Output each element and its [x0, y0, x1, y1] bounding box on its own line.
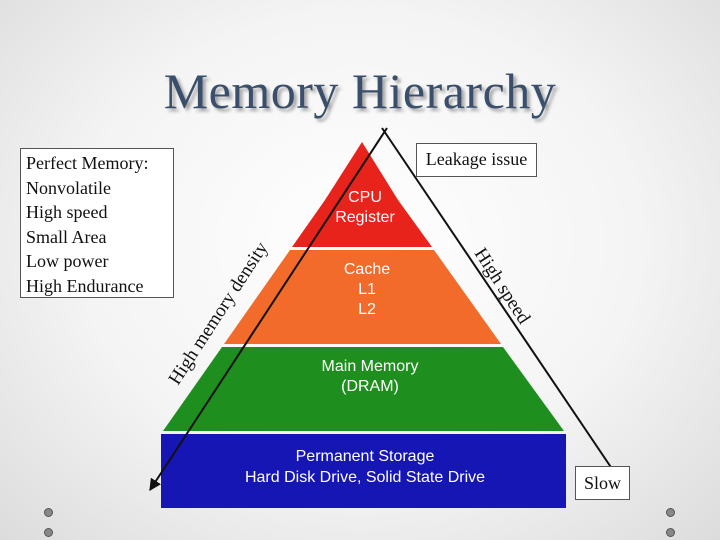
perfect-memory-box: Perfect Memory: Nonvolatile High speed S… — [20, 148, 174, 298]
tier-label-line: Main Memory — [321, 358, 419, 375]
right-arrow-line — [381, 127, 628, 492]
leakage-issue-callout: Leakage issue — [416, 143, 537, 177]
tier-label-line: Cache — [343, 261, 391, 278]
tier-main — [163, 347, 564, 431]
tier-label-line: Permanent Storage — [295, 448, 435, 465]
cpu-register-label: CPU Register — [320, 188, 410, 228]
perfect-memory-line: Low power — [26, 251, 109, 271]
decorative-dot — [44, 528, 53, 537]
slide-title: Memory Hierarchy — [163, 63, 557, 119]
perfect-memory-line: Small Area — [26, 226, 107, 247]
left-arrow-line — [149, 127, 388, 492]
tier-label-line: (DRAM) — [341, 378, 399, 395]
decorative-dot — [44, 508, 53, 517]
slow-callout: Slow — [575, 466, 630, 500]
tier-label-line: L2 — [358, 301, 376, 318]
tier-cache — [224, 250, 501, 344]
permanent-storage-label: Permanent Storage Hard Disk Drive, Solid… — [210, 446, 520, 488]
tier-label-line: CPU — [348, 189, 382, 206]
tier-label-line: L1 — [358, 281, 376, 298]
decorative-dot — [666, 508, 675, 517]
perfect-memory-line: Nonvolatile — [26, 177, 111, 198]
perfect-memory-line: High Endurance — [26, 275, 144, 296]
tier-label-line: Register — [335, 209, 395, 226]
tier-storage — [161, 434, 566, 508]
cache-label: Cache L1 L2 — [322, 260, 412, 320]
perfect-memory-line: High speed — [26, 202, 108, 222]
perfect-memory-line: Perfect Memory: — [26, 153, 149, 173]
main-memory-label: Main Memory (DRAM) — [270, 357, 470, 397]
decorative-dot — [666, 528, 675, 537]
tier-label-line: Hard Disk Drive, Solid State Drive — [244, 469, 486, 486]
